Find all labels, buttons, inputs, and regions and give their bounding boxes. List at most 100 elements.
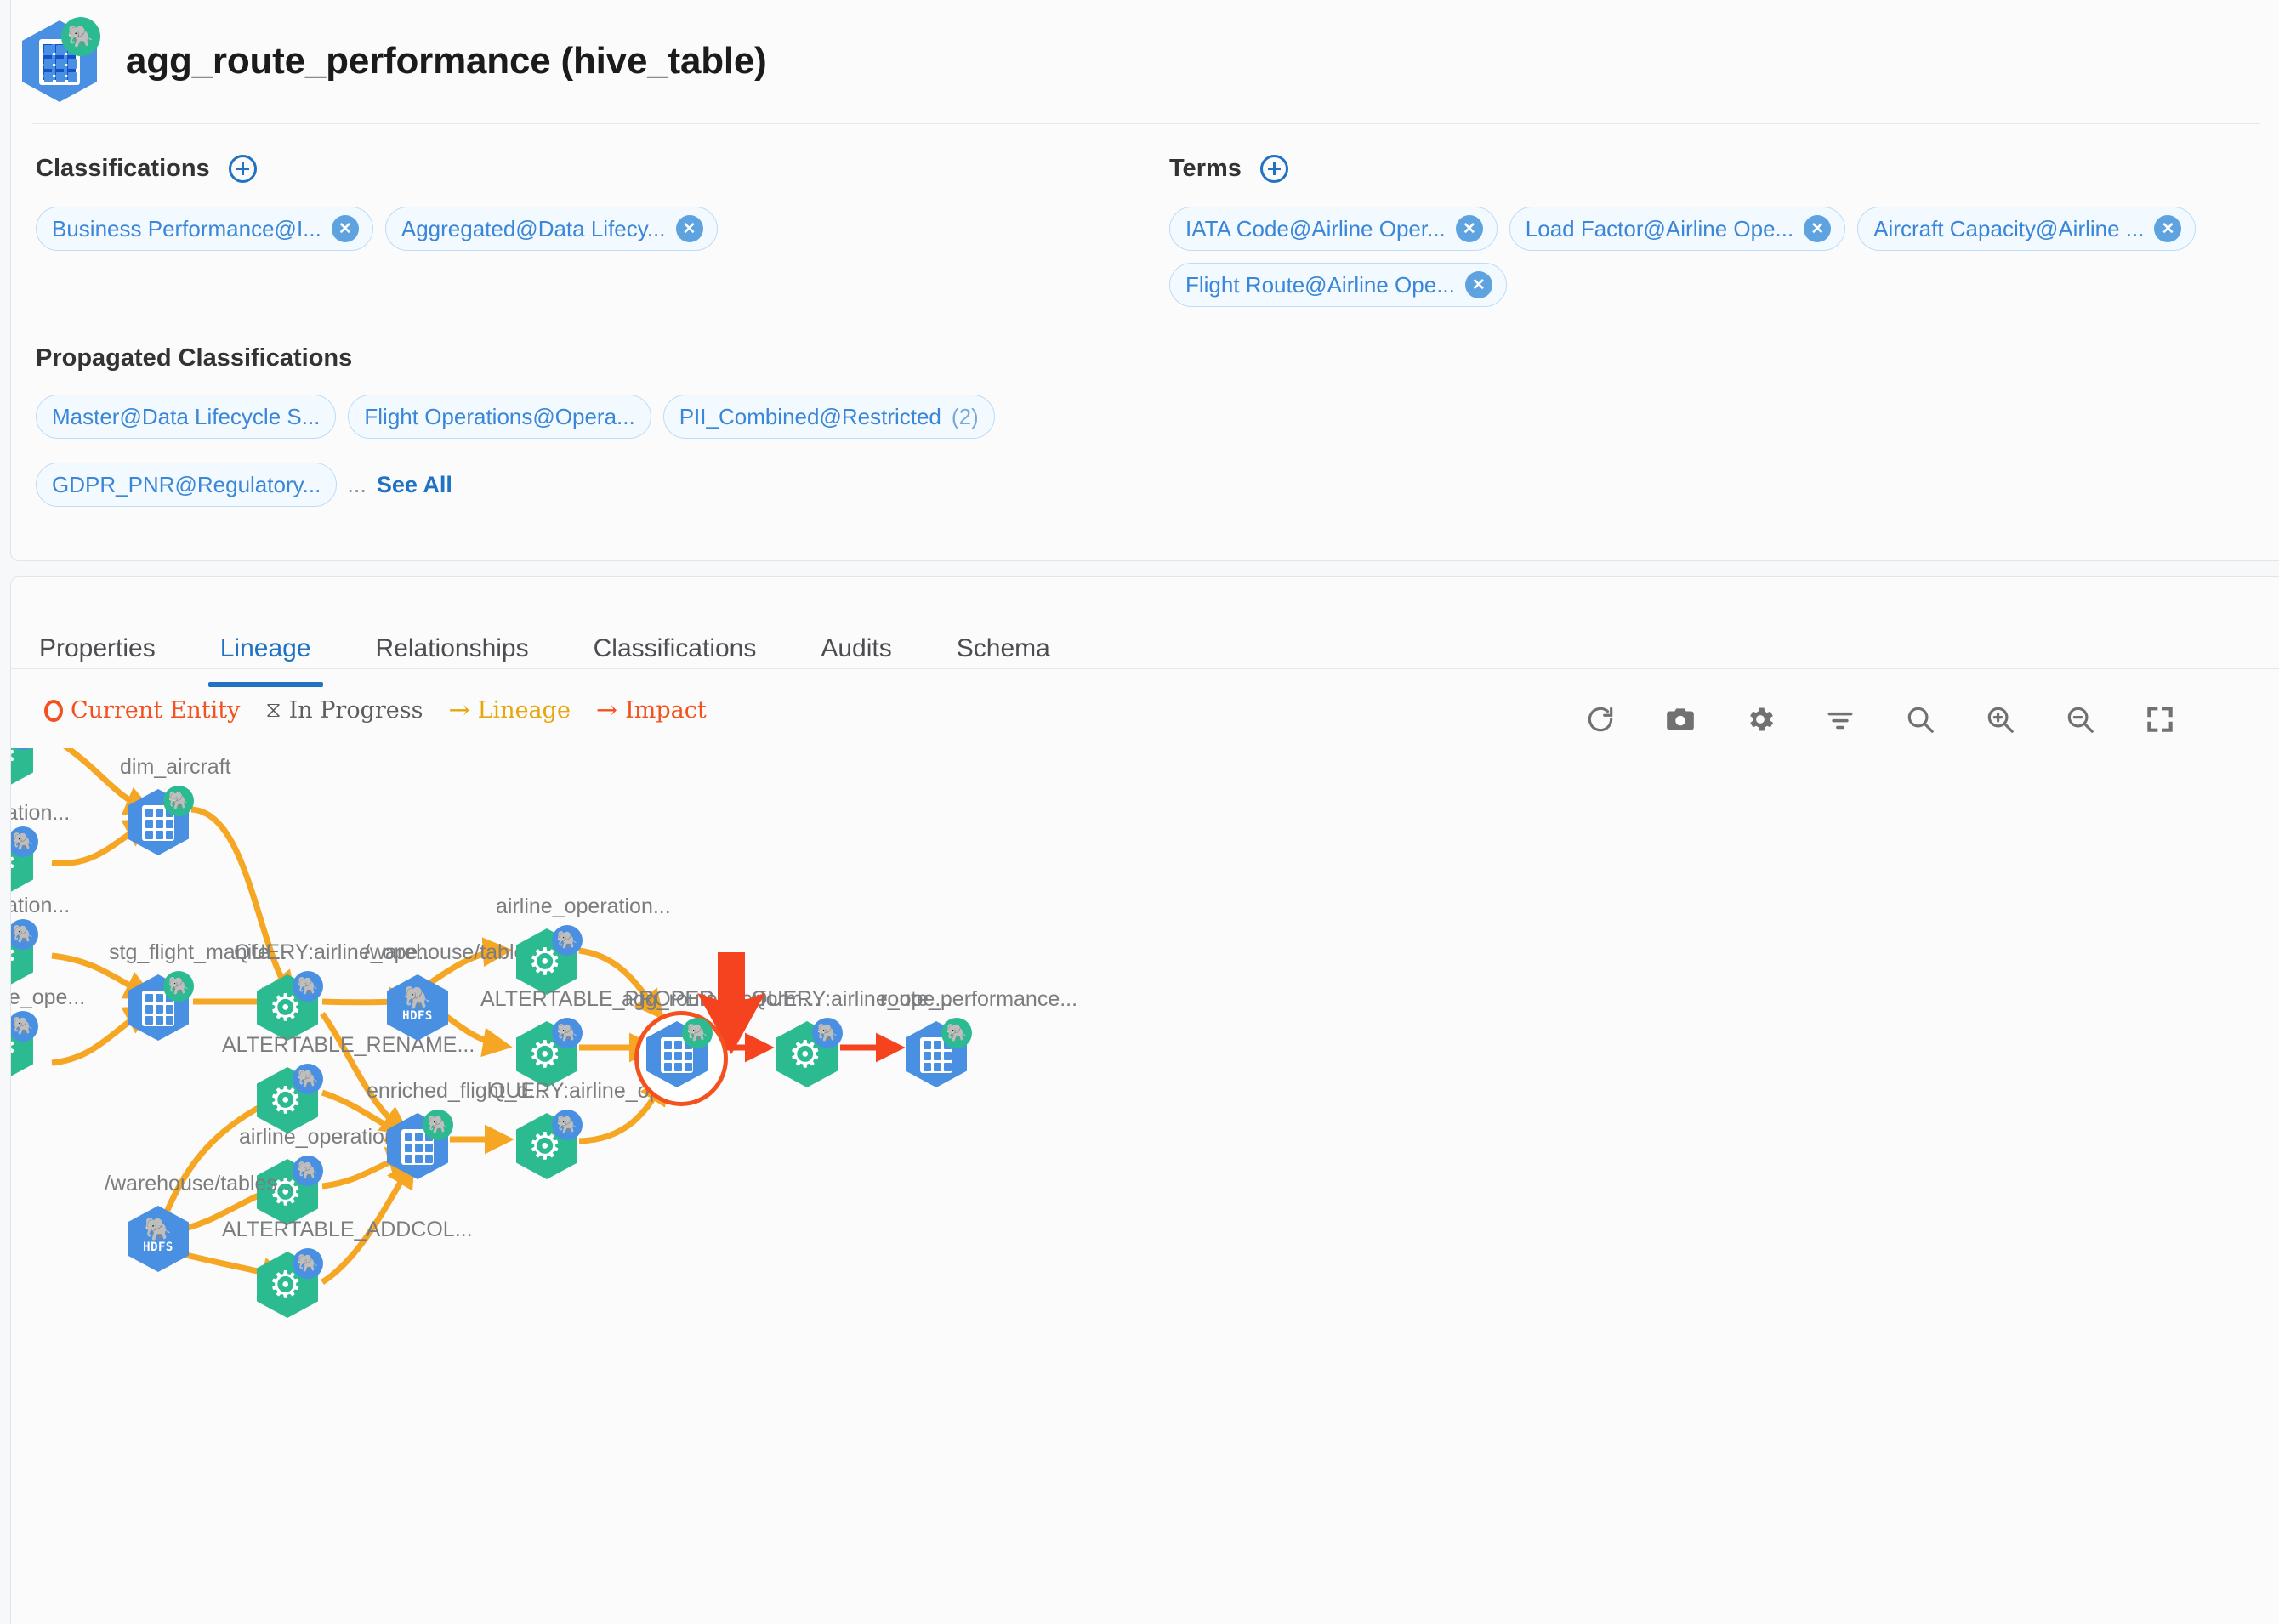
graph-node-label: dim_aircraft (120, 755, 231, 779)
circle-ring-icon (44, 699, 63, 722)
term-chip[interactable]: Flight Route@Airline Ope... ✕ (1169, 263, 1507, 307)
classification-chip-list: Business Performance@I... ✕ Aggregated@D… (36, 207, 718, 251)
see-all-link[interactable]: See All (376, 471, 452, 497)
propagated-chip[interactable]: PII_Combined@Restricted (2) (662, 395, 995, 439)
graph-node-label: route_performance... (880, 987, 1078, 1011)
graph-node-label: peration... (11, 801, 71, 825)
term-chip[interactable]: Aircraft Capacity@Airline ... ✕ (1857, 207, 2197, 251)
hive-badge-icon: 🐘 (163, 786, 194, 816)
close-icon[interactable]: ✕ (2154, 215, 2182, 242)
classification-chip[interactable]: Aggregated@Data Lifecy... ✕ (384, 207, 718, 251)
hourglass-icon: ⧖ (265, 697, 281, 723)
hive-badge-icon: 🐘 (812, 1018, 843, 1048)
graph-node-process[interactable]: ⚙ 🐘 (776, 1018, 843, 1087)
lineage-graph-canvas[interactable]: ⚙ 🐘 peration... ⚙ 🐘 peration... ⚙ 🐘 irli… (11, 748, 2279, 1624)
zoom-out-icon[interactable] (2061, 701, 2099, 738)
arrow-right-icon: → (595, 695, 618, 725)
tab-classifications[interactable]: Classifications (593, 634, 757, 662)
chip-label: Aircraft Capacity@Airline ... (1873, 215, 2145, 241)
fullscreen-icon[interactable] (2141, 701, 2179, 738)
entity-tabs: Properties Lineage Relationships Classif… (12, 578, 2279, 687)
terms-section: Terms IATA Code@Airline Oper... ✕ Load F… (1169, 155, 2241, 307)
graph-node-hdfs[interactable]: 🐘HDFS (128, 1206, 189, 1272)
close-icon[interactable]: ✕ (331, 215, 359, 242)
chip-label: Aggregated@Data Lifecy... (401, 215, 666, 241)
tab-schema[interactable]: Schema (956, 634, 1050, 662)
ellipsis: ... (347, 471, 367, 497)
pointer-arrow (696, 952, 767, 1054)
graph-node-process[interactable]: ⚙ 🐘 (516, 1018, 583, 1087)
tab-relationships[interactable]: Relationships (375, 634, 529, 662)
graph-node-process[interactable]: ⚙ 🐘 (257, 971, 323, 1041)
add-classification-icon[interactable] (228, 155, 257, 183)
camera-icon[interactable] (1662, 701, 1699, 738)
refresh-icon[interactable] (1582, 701, 1619, 738)
legend-impact: → Impact (596, 697, 707, 724)
entity-details-card (10, 0, 2279, 561)
header-divider (32, 123, 2260, 124)
close-icon[interactable]: ✕ (675, 215, 703, 242)
graph-node-current-entity[interactable]: 🐘 (634, 1011, 728, 1106)
add-term-icon[interactable] (1259, 155, 1288, 183)
graph-node-table[interactable]: 🐘 (128, 786, 194, 855)
graph-node-label: QUERY:airline_ope... (234, 940, 436, 964)
chip-label: Master@Data Lifecycle S... (52, 403, 321, 429)
hive-badge-icon: 🐘 (293, 1248, 323, 1279)
hive-badge-icon: 🐘 (552, 925, 583, 956)
hive-badge-icon: 🐘 (11, 748, 38, 750)
graph-node-label: ALTERTABLE_PROPER... (480, 987, 732, 1011)
graph-node-process[interactable]: ⚙ 🐘 (516, 925, 583, 995)
term-chip[interactable]: Load Factor@Airline Ope... ✕ (1509, 207, 1846, 251)
graph-node-process[interactable]: ⚙ 🐘 (257, 1248, 323, 1318)
hive-badge-icon: 🐘 (293, 1064, 323, 1094)
hive-badge-icon: 🐘 (552, 1110, 583, 1140)
graph-node-process[interactable]: ⚙ 🐘 (257, 1156, 323, 1225)
tab-properties[interactable]: Properties (39, 634, 156, 662)
tab-audits[interactable]: Audits (821, 634, 892, 662)
term-chip-list: IATA Code@Airline Oper... ✕ Load Factor@… (1169, 207, 2241, 307)
chip-label: IATA Code@Airline Oper... (1185, 215, 1446, 241)
graph-node-label: enriched_flight_d... (367, 1079, 547, 1103)
search-icon[interactable] (1901, 701, 1939, 738)
hive-badge-icon: 🐘 (293, 1156, 323, 1186)
classification-chip[interactable]: Business Performance@I... ✕ (36, 207, 373, 251)
close-icon[interactable]: ✕ (1455, 215, 1483, 242)
propagated-chip[interactable]: Flight Operations@Opera... (348, 395, 651, 439)
propagated-classifications-label: Propagated Classifications (36, 344, 353, 372)
graph-node-process[interactable]: ⚙ 🐘 (257, 1064, 323, 1133)
chip-label: Load Factor@Airline Ope... (1525, 215, 1794, 241)
propagated-chip-list: Master@Data Lifecycle S... Flight Operat… (36, 395, 1141, 507)
terms-label: Terms (1169, 155, 1242, 182)
graph-node-label: ALTERTABLE_RENAME... (222, 1033, 475, 1057)
filter-icon[interactable] (1821, 701, 1859, 738)
close-icon[interactable]: ✕ (1804, 215, 1832, 242)
chip-label: Flight Route@Airline Ope... (1185, 271, 1455, 298)
graph-node-label: airline_operation... (239, 1125, 414, 1149)
gear-icon[interactable] (1742, 701, 1779, 738)
legend-label: In Progress (288, 697, 423, 724)
hive-table-icon: 🐘 (22, 17, 100, 102)
legend-in-progress: ⧖ In Progress (265, 697, 423, 724)
close-icon[interactable]: ✕ (1464, 271, 1492, 298)
term-chip[interactable]: IATA Code@Airline Oper... ✕ (1169, 207, 1498, 251)
graph-node-process[interactable]: ⚙ 🐘 (11, 826, 38, 896)
graph-node-process[interactable]: ⚙ 🐘 (11, 1011, 38, 1081)
chip-count: (2) (951, 403, 979, 429)
graph-node-table[interactable]: 🐘 (387, 1110, 453, 1179)
tab-lineage[interactable]: Lineage (207, 634, 323, 687)
zoom-in-icon[interactable] (1981, 701, 2019, 738)
propagated-chip[interactable]: Master@Data Lifecycle S... (36, 395, 337, 439)
graph-node-table[interactable]: 🐘 (128, 971, 194, 1041)
graph-node-process[interactable]: ⚙ 🐘 (516, 1110, 583, 1179)
graph-node-process[interactable]: ⚙ 🐘 (11, 919, 38, 989)
propagated-chip[interactable]: GDPR_PNR@Regulatory... (36, 463, 338, 507)
graph-node-label: /warehouse/tables... (105, 1172, 295, 1195)
lineage-card (10, 576, 2279, 1624)
graph-node-hdfs[interactable]: 🐘HDFS (387, 974, 448, 1041)
graph-node-label: irline_ope... (11, 985, 86, 1009)
graph-node-process[interactable]: ⚙ 🐘 (11, 748, 38, 789)
chip-label: Business Performance@I... (52, 215, 321, 241)
hive-logo-badge: 🐘 (61, 17, 100, 56)
graph-node-table[interactable]: 🐘 (906, 1018, 972, 1087)
